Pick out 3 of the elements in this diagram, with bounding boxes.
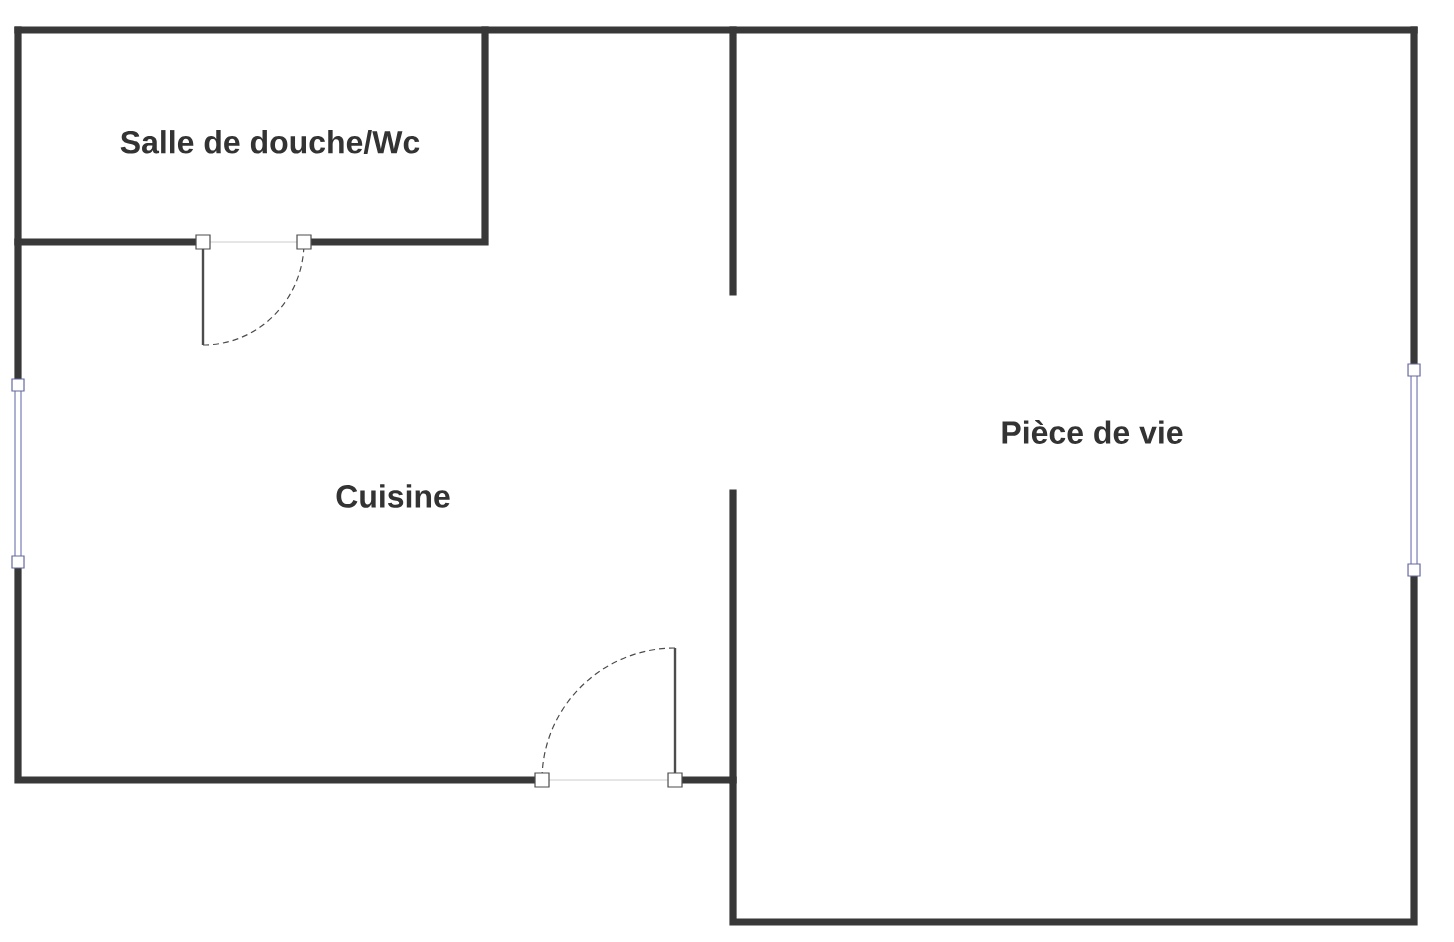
room-label: Salle de douche/Wc (120, 130, 420, 154)
room-label: Cuisine (336, 484, 450, 508)
room-label: Pièce de vie (1002, 420, 1183, 444)
